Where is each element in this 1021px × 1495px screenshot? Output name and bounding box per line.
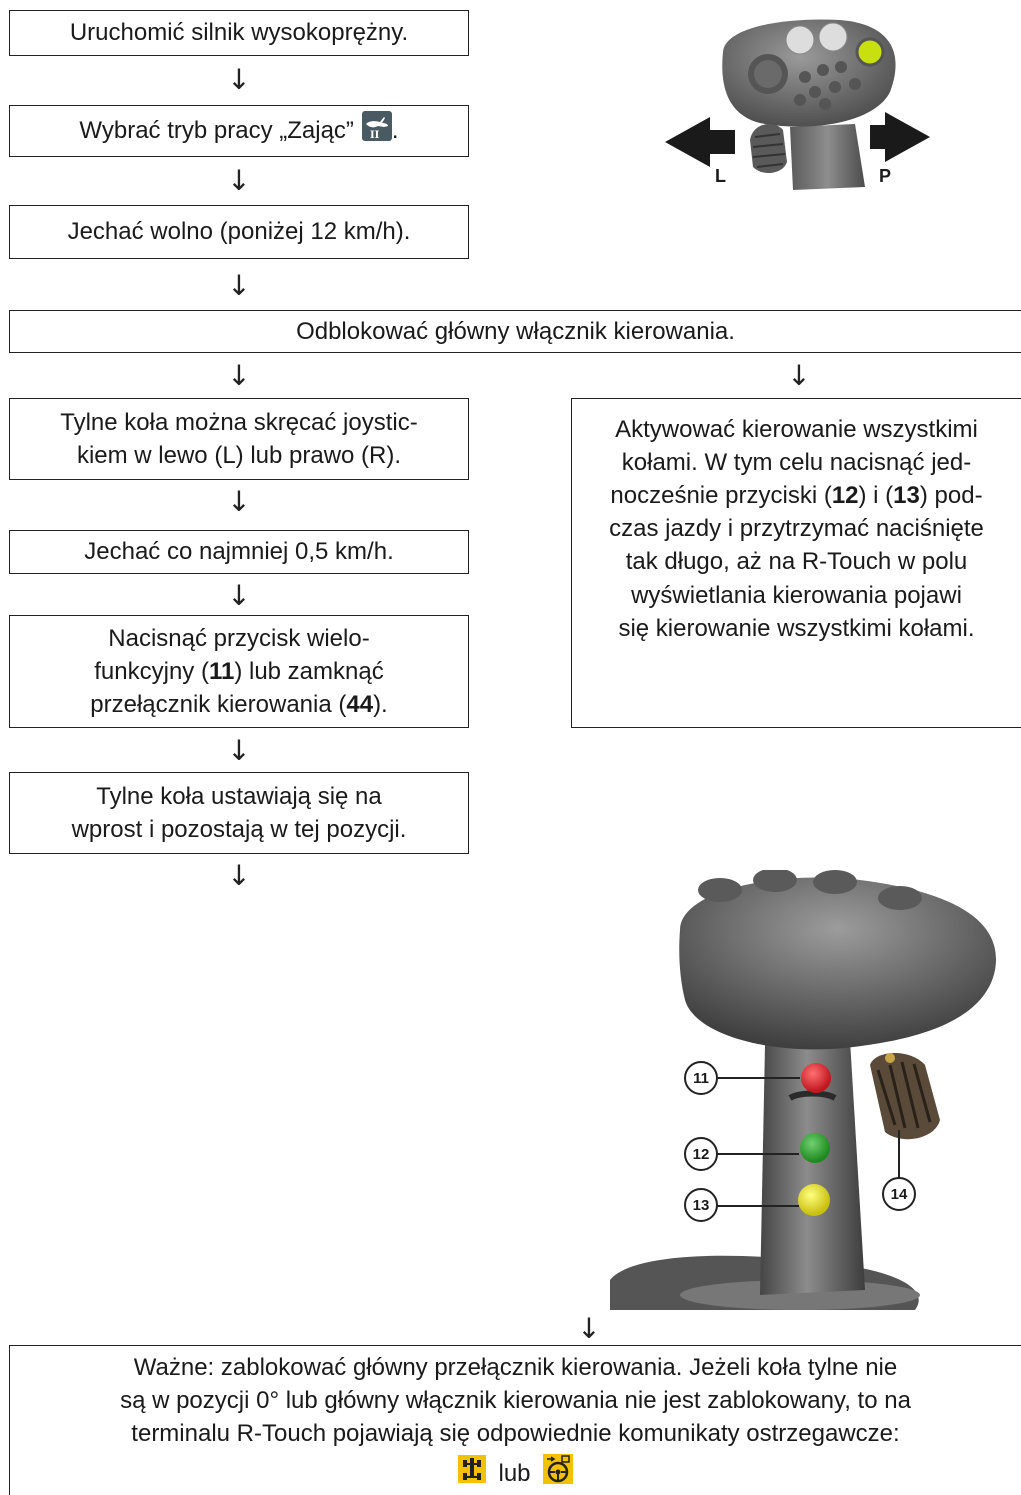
joystick-right-label: P (879, 166, 892, 186)
flow-arrow-right: ↓ (787, 359, 811, 392)
step-text-line: przełącznik kierowania (44). (90, 691, 388, 719)
step-drive-slowly: Jechać wolno (poniżej 12 km/h). (9, 205, 469, 259)
step-drive-min-speed: Jechać co najmniej 0,5 km/h. (9, 530, 469, 574)
flow-arrow-left: ↓ (227, 359, 251, 392)
note-line: terminalu R-Touch pojawiają się odpowied… (131, 1420, 900, 1448)
step-text: Odblokować główny włącznik kierowania. (296, 317, 735, 345)
step-text-line: Aktywować kierowanie wszystkimi (615, 416, 978, 443)
flow-arrow: ↓ (227, 63, 251, 96)
step-text-line: Nacisnąć przycisk wielo- (108, 624, 370, 652)
step-text-end: . (391, 117, 399, 145)
step-text: Jechać co najmniej 0,5 km/h. (84, 538, 394, 566)
step-text-line: się kierowanie wszystkimi kołami. (618, 614, 975, 642)
rear-wheel-warning-icon (457, 1455, 486, 1492)
top-yellow-button (855, 37, 885, 67)
flow-arrow: ↓ (227, 485, 251, 518)
step-rear-wheels-joystick: Tylne koła można skręcać joystic- kiem w… (9, 398, 469, 480)
callout-12: 12 (684, 1137, 718, 1171)
steering-lock-warning-icon (543, 1454, 574, 1493)
step-text: Wybrać tryb pracy „Zając” (79, 117, 354, 145)
step-text-line: kiem w lewo (L) lub prawo (R). (76, 442, 402, 469)
step-text: Uruchomić silnik wysokoprężny. (69, 19, 409, 47)
joystick-left-label: L (715, 166, 726, 186)
step-wheels-straight: Tylne koła ustawiają się na wprost i poz… (9, 772, 469, 854)
note-icons-line: lub (120, 1454, 911, 1493)
important-note: Ważne: zablokować główny przełącznik kie… (9, 1345, 1021, 1495)
step-text-line: tak długo, aż na R-Touch w polu (625, 548, 968, 576)
step-text-line: funkcyjny (11) lub zamknąć (94, 657, 384, 685)
callout-14: 14 (882, 1177, 916, 1211)
step-select-mode: Wybrać tryb pracy „Zając” II . (9, 105, 469, 157)
flow-arrow: ↓ (227, 859, 251, 892)
step-text-line: Tylne koła można skręcać joystic- (60, 408, 418, 436)
button-yellow (798, 1184, 830, 1216)
callout-leader-12 (717, 1153, 799, 1155)
step-text: Jechać wolno (poniżej 12 km/h). (67, 218, 411, 246)
step-text-line: Tylne koła ustawiają się na (96, 782, 382, 810)
callout-11: 11 (684, 1061, 718, 1095)
button-green (800, 1133, 830, 1163)
flow-arrow: ↓ (227, 734, 251, 767)
callout-leader-14 (898, 1130, 900, 1178)
step-unlock-main-switch: Odblokować główny włącznik kierowania. (9, 310, 1021, 353)
step-all-wheel-steering: Aktywować kierowanie wszystkimi kołami. … (571, 398, 1021, 728)
callout-leader-13 (717, 1205, 799, 1207)
joystick-top-illustration: L P (665, 12, 940, 202)
callout-13: 13 (684, 1188, 718, 1222)
flow-arrow: ↓ (227, 269, 251, 302)
flow-arrow: ↓ (227, 164, 251, 197)
flow-arrow: ↓ (227, 579, 251, 612)
svg-text:II: II (370, 130, 380, 141)
joystick-bottom-illustration (600, 868, 1021, 1310)
step-text-line: kołami. W tym celu nacisnąć jed- (621, 449, 972, 477)
flow-arrow: ↓ (577, 1312, 601, 1345)
step-text-line: nocześnie przyciski (12) i (13) pod- (610, 482, 983, 510)
callout-leader-11 (718, 1077, 800, 1079)
note-line: są w pozycji 0° lub główny włącznik kier… (120, 1387, 911, 1415)
multifunction-button-red (801, 1063, 831, 1093)
note-or-text: lub (498, 1460, 531, 1488)
step-text-line: wprost i pozostają w tej pozycji. (71, 816, 407, 843)
step-start-engine: Uruchomić silnik wysokoprężny. (9, 10, 469, 56)
step-press-button: Nacisnąć przycisk wielo- funkcyjny (11) … (9, 615, 469, 728)
step-text-line: wyświetlania kierowania pojawi (631, 581, 962, 609)
hare-mode-icon: II (361, 111, 392, 150)
step-text-line: czas jazdy i przytrzymać naciśnięte (609, 515, 984, 543)
note-line: Ważne: zablokować główny przełącznik kie… (133, 1354, 898, 1381)
